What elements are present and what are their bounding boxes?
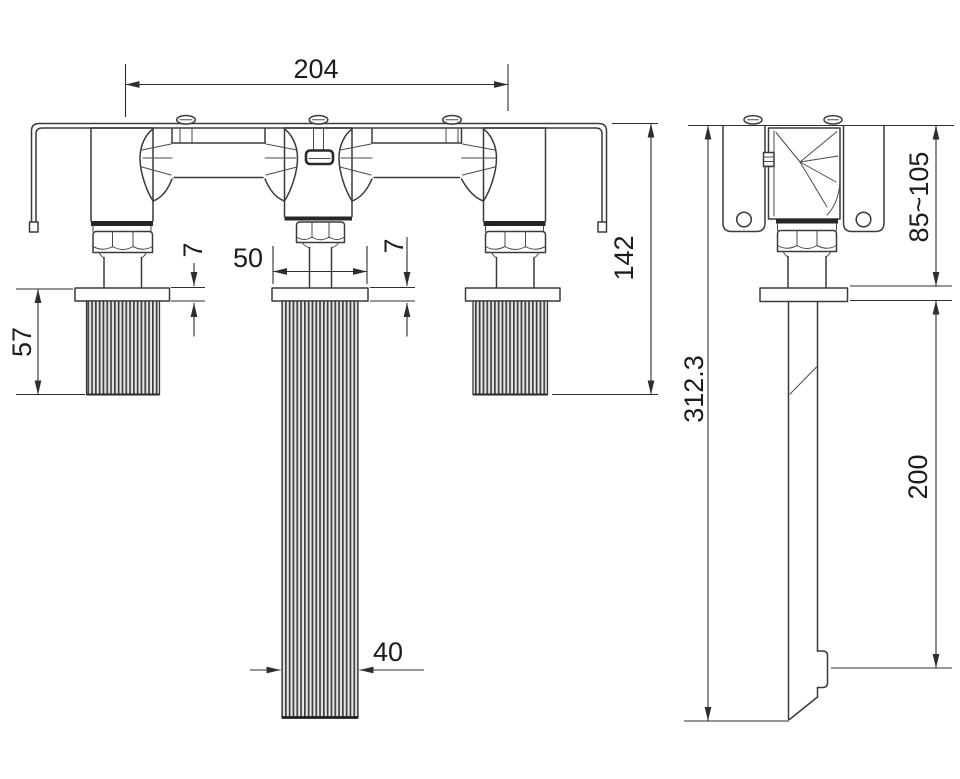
- right-valve-body: [460, 127, 547, 289]
- dim-spout-projection-label: 200: [903, 454, 933, 499]
- dim-overall-depth-label: 312.3: [679, 355, 709, 423]
- dim-handle-spread-label: 204: [293, 54, 338, 84]
- escutcheons: [74, 287, 561, 302]
- side-escutcheon: [759, 287, 849, 303]
- dim-escutcheon-thickness-right: 7: [370, 237, 415, 337]
- hex-nut: [295, 221, 346, 244]
- right-escutcheon: [464, 287, 561, 302]
- side-view: [688, 114, 954, 721]
- screw-icon: [823, 114, 843, 125]
- left-handle: [85, 300, 161, 396]
- dim-escutcheon-thickness-right-label: 7: [379, 238, 409, 253]
- bracket-hole: [735, 211, 753, 228]
- dim-spout-width-label: 40: [373, 637, 403, 667]
- handles-and-spout: [85, 300, 549, 719]
- screw-icon: [175, 114, 197, 144]
- wall-screws: [175, 114, 463, 144]
- dim-mounting-depth-range-label: 85~105: [904, 152, 934, 243]
- dim-escutcheon-thickness-left: 7: [171, 242, 208, 337]
- dim-escutcheon-thickness-left-label: 7: [178, 242, 208, 257]
- right-handle: [472, 300, 549, 396]
- screw-icon: [441, 114, 463, 144]
- spout-body: [264, 127, 373, 289]
- center-escutcheon: [271, 287, 369, 302]
- left-valve-body: [90, 127, 173, 289]
- side-spout: [787, 300, 829, 721]
- dim-body-height-label: 142: [609, 235, 639, 280]
- mounting-bracket-tabs: [722, 114, 885, 233]
- screw-icon: [743, 114, 763, 125]
- dim-body-height: 142: [552, 122, 658, 396]
- connecting-pipes: [171, 127, 463, 179]
- dim-spout-width: 40: [250, 637, 424, 674]
- dim-mounting-depth-range: 85~105: [850, 125, 952, 287]
- hex-nut: [484, 230, 547, 254]
- screw-icon: [308, 114, 329, 125]
- dim-handle-length-label: 57: [7, 327, 37, 357]
- bracket-hole: [855, 211, 872, 228]
- dim-handle-spread: 204: [124, 54, 509, 117]
- dim-spout-projection: 200: [831, 299, 952, 669]
- dim-escutcheon-width-label: 50: [233, 243, 263, 273]
- dim-handle-length: 57: [7, 288, 85, 396]
- hex-nut: [92, 230, 154, 254]
- outlet-nozzle: [816, 650, 829, 689]
- hex-nut: [776, 229, 838, 253]
- dim-escutcheon-width: 50: [233, 243, 368, 284]
- cartridge-collar: [304, 149, 335, 166]
- front-view: [28, 114, 608, 719]
- set-screw: [762, 151, 775, 168]
- dim-overall-depth: 312.3: [679, 125, 789, 722]
- side-valve-body: [759, 127, 849, 303]
- left-escutcheon: [74, 287, 171, 302]
- spout-column: [281, 300, 359, 719]
- dimension-annotations: 204 142 50 7 7 57: [7, 54, 952, 722]
